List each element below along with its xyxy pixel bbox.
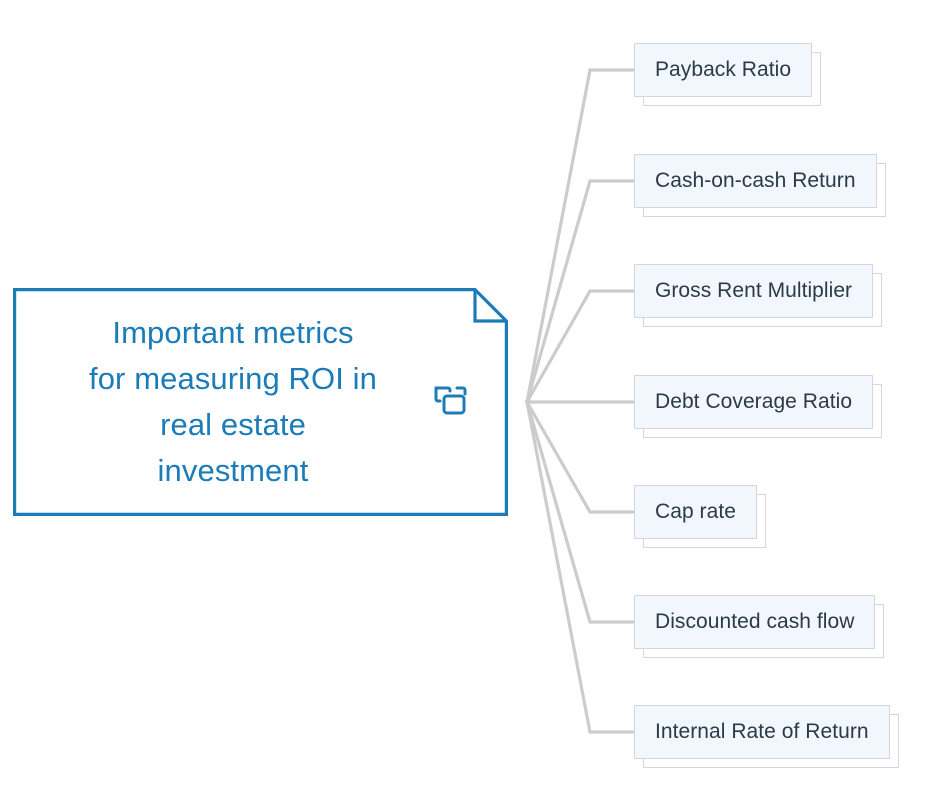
root-node[interactable]: Important metrics for measuring ROI in r… bbox=[13, 288, 508, 516]
branch-node-body[interactable]: Discounted cash flow bbox=[634, 595, 876, 649]
branch-node-payback-ratio[interactable]: Payback Ratio bbox=[634, 43, 822, 106]
branch-node-debt-coverage-ratio[interactable]: Debt Coverage Ratio bbox=[634, 375, 883, 438]
branch-node-cash-on-cash-return[interactable]: Cash-on-cash Return bbox=[634, 154, 886, 217]
connector-to-internal-rate-of-return bbox=[525, 400, 636, 734]
branch-node-body[interactable]: Payback Ratio bbox=[634, 43, 813, 97]
branch-node-label: Cash-on-cash Return bbox=[655, 169, 856, 192]
connector-to-payback-ratio bbox=[525, 68, 636, 404]
connector-to-discounted-cash-flow bbox=[525, 400, 636, 624]
branch-node-discounted-cash-flow[interactable]: Discounted cash flow bbox=[634, 595, 885, 658]
branch-node-label: Discounted cash flow bbox=[655, 610, 855, 633]
connector-to-gross-rent-multiplier bbox=[524, 289, 636, 405]
branch-node-body[interactable]: Cap rate bbox=[634, 485, 757, 539]
branch-node-cap-rate[interactable]: Cap rate bbox=[634, 485, 766, 548]
root-node-shape bbox=[13, 288, 508, 516]
copy-icon[interactable] bbox=[433, 385, 467, 417]
branch-node-label: Cap rate bbox=[655, 500, 736, 523]
connector-to-cash-on-cash-return bbox=[525, 179, 636, 404]
branch-node-body[interactable]: Debt Coverage Ratio bbox=[634, 375, 874, 429]
branch-node-body[interactable]: Cash-on-cash Return bbox=[634, 154, 877, 208]
connector-to-cap-rate bbox=[524, 399, 636, 514]
branch-node-label: Internal Rate of Return bbox=[655, 720, 869, 743]
branch-node-gross-rent-multiplier[interactable]: Gross Rent Multiplier bbox=[634, 264, 883, 327]
branch-node-label: Payback Ratio bbox=[655, 58, 792, 81]
branch-node-body[interactable]: Internal Rate of Return bbox=[634, 705, 890, 759]
branch-node-label: Gross Rent Multiplier bbox=[655, 279, 853, 302]
branch-node-internal-rate-of-return[interactable]: Internal Rate of Return bbox=[634, 705, 899, 768]
root-node-title: Important metrics for measuring ROI in r… bbox=[89, 315, 377, 488]
branch-node-body[interactable]: Gross Rent Multiplier bbox=[634, 264, 874, 318]
branch-node-label: Debt Coverage Ratio bbox=[655, 390, 853, 413]
